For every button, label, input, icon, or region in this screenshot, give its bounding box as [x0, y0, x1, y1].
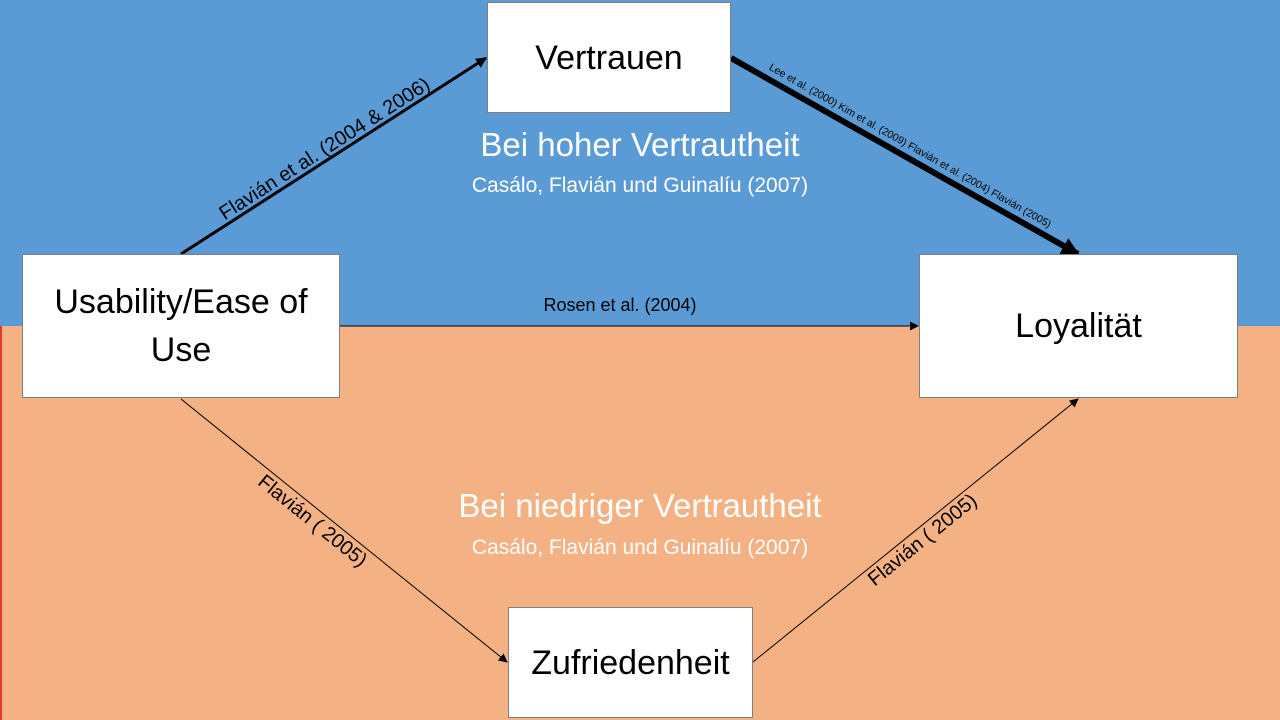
arrow-usability-zufriedenheit: [180, 398, 508, 663]
node-loyalitaet-label: Loyalität: [1015, 307, 1142, 345]
node-loyalitaet[interactable]: Loyalität: [919, 254, 1238, 398]
arrow-usability-vertrauen: [180, 56, 487, 256]
label-usability-loyalitaet: Rosen et al. (2004): [543, 295, 697, 315]
node-usability[interactable]: Usability/Ease of Use: [22, 254, 340, 398]
arrow-vertrauen-loyalitaet: [729, 55, 1080, 257]
low-familiarity-title: Bei niedriger Vertrautheit: [458, 487, 822, 524]
low-familiarity-source: Casálo, Flavián und Guinalíu (2007): [471, 536, 809, 559]
high-familiarity-source: Casálo, Flavián und Guinalíu (2007): [471, 174, 809, 197]
left-edge-accent: [0, 326, 2, 720]
arrow-zufriedenheit-loyalitaet: [752, 398, 1079, 663]
node-usability-label: Usability/Ease of Use: [54, 283, 308, 369]
high-familiarity-title: Bei hoher Vertrautheit: [480, 126, 800, 163]
node-zufriedenheit-label: Zufriedenheit: [531, 643, 730, 682]
node-vertrauen[interactable]: Vertrauen: [487, 2, 731, 113]
node-vertrauen-label: Vertrauen: [535, 38, 683, 77]
node-zufriedenheit[interactable]: Zufriedenheit: [508, 607, 753, 718]
